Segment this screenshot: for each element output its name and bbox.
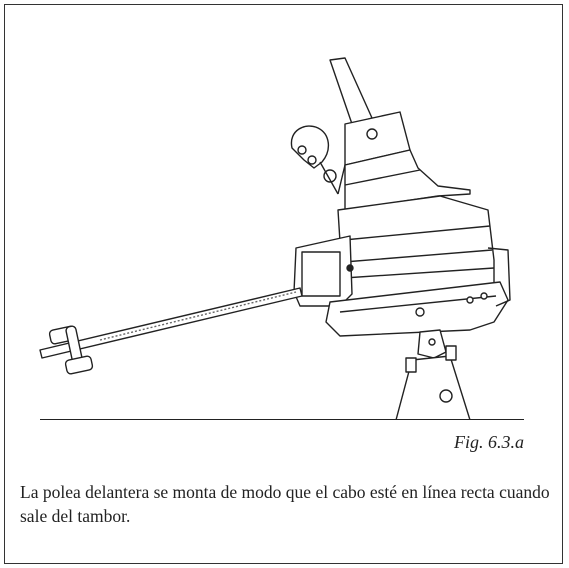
furler-drawing xyxy=(39,57,511,420)
foil-tube xyxy=(329,57,373,125)
figure-baseline xyxy=(40,419,524,420)
collar-hole xyxy=(366,128,378,140)
figure-caption: Fig. 6.3.a xyxy=(454,432,524,452)
housing-screw xyxy=(346,264,354,272)
description-paragraph: La polea delantera se monta de modo que … xyxy=(20,482,550,526)
line-stopper-right xyxy=(64,355,94,375)
shackle-clip xyxy=(290,125,329,169)
chainplate-hole xyxy=(439,389,453,403)
